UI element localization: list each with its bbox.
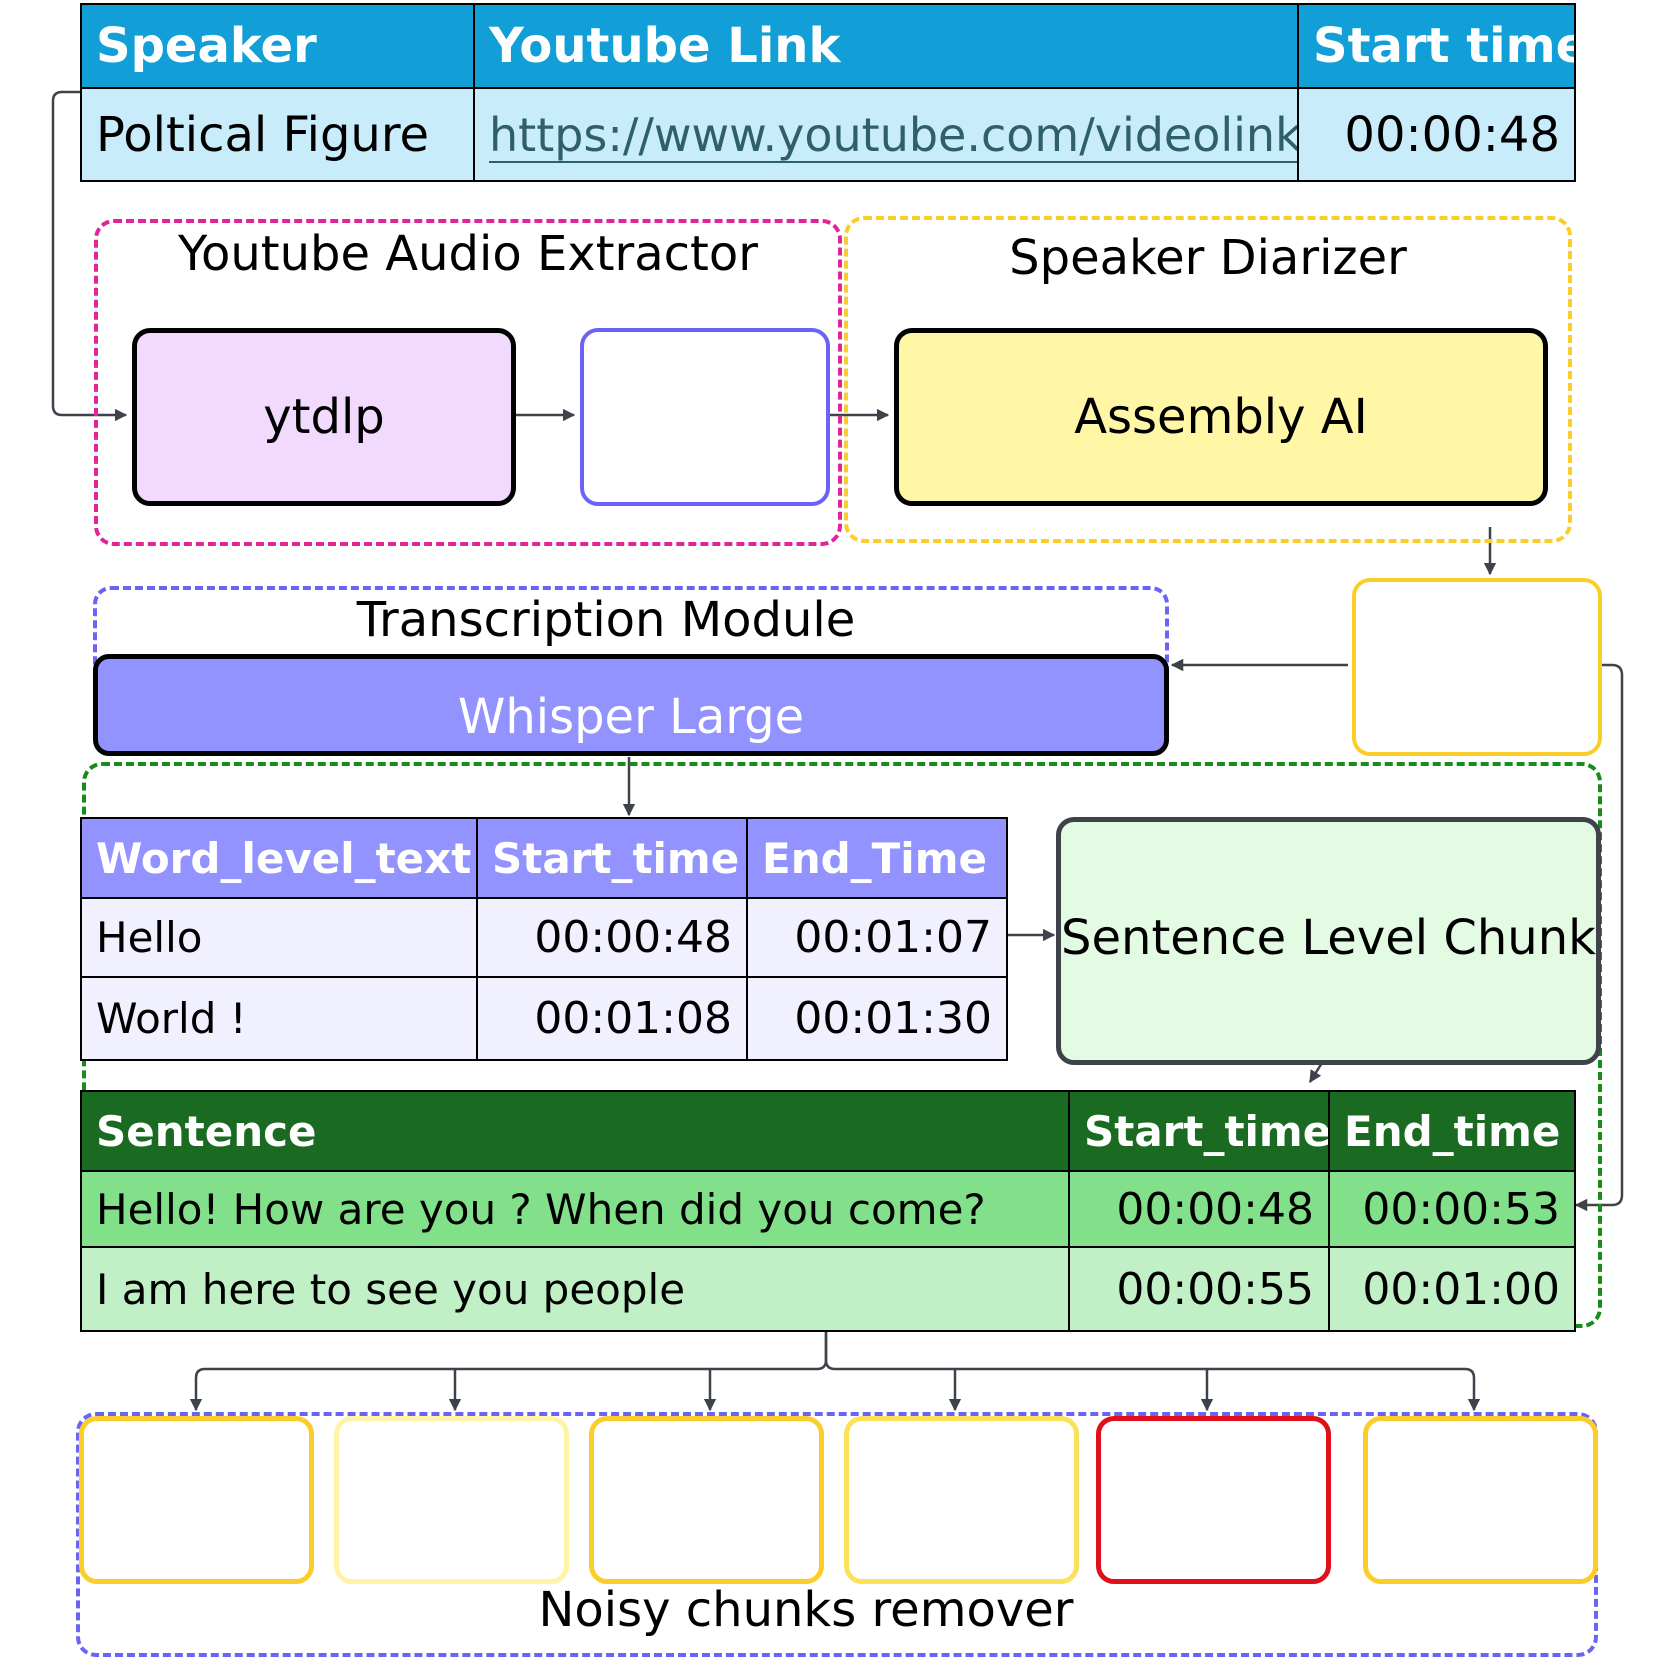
word-cell-text: Hello (80, 897, 478, 978)
noise-remover-label: Noisy chunks remover (538, 1582, 1074, 1638)
assembly-ai-box: Assembly AI (894, 328, 1548, 506)
speaker-diarizer-label: Speaker Diarizer (1009, 230, 1407, 286)
sentence-header-start: Start_time (1068, 1090, 1330, 1172)
input-table-row: Poltical Figure https://www.youtube.com/… (80, 87, 1576, 182)
word-cell-end: 00:01:30 (746, 976, 1008, 1061)
speaker-segments-box (1352, 578, 1602, 756)
word-cell-start: 00:01:08 (476, 976, 748, 1061)
transcription-label: Transcription Module (356, 592, 856, 648)
word-level-table: Word_level_text Start_time End_Time Hell… (80, 817, 1008, 1061)
word-table-row: Hello 00:00:48 00:01:07 (80, 897, 1008, 978)
audio-output-box (580, 328, 830, 506)
sentence-cell-text: Hello! How are you ? When did you come? (80, 1170, 1070, 1248)
noise-chunk-box (1363, 1416, 1598, 1584)
connector-fanout-left (189, 1330, 828, 1412)
sentence-header-text: Sentence (80, 1090, 1070, 1172)
input-cell-youtube-link[interactable]: https://www.youtube.com/videolink (473, 87, 1299, 182)
input-table-header: Speaker Youtube Link Start time (80, 3, 1576, 89)
input-header-start-time: Start time (1297, 3, 1576, 89)
input-cell-speaker: Poltical Figure (80, 87, 475, 182)
connector-segments-to-sentence-table (1574, 663, 1624, 1212)
sentence-cell-end: 00:00:53 (1328, 1170, 1576, 1248)
sentence-cell-end: 00:01:00 (1328, 1246, 1576, 1332)
whisper-large-box: Whisper Large (93, 654, 1169, 756)
noise-chunk-box (334, 1416, 569, 1584)
input-header-youtube-link: Youtube Link (473, 3, 1299, 89)
word-header-start: Start_time (476, 817, 748, 899)
sentence-table-header: Sentence Start_time End_time (80, 1090, 1576, 1172)
ytdlp-box: ytdlp (132, 328, 516, 506)
audio-extractor-group (94, 219, 842, 546)
word-cell-end: 00:01:07 (746, 897, 1008, 978)
sentence-cell-start: 00:00:48 (1068, 1170, 1330, 1248)
sentence-cell-start: 00:00:55 (1068, 1246, 1330, 1332)
word-table-row: World ! 00:01:08 00:01:30 (80, 976, 1008, 1061)
word-cell-start: 00:00:48 (476, 897, 748, 978)
connector-fanout-right (824, 1330, 1481, 1412)
word-table-header: Word_level_text Start_time End_Time (80, 817, 1008, 899)
connector-table-to-ytdlp (51, 90, 128, 422)
input-cell-start-time: 00:00:48 (1297, 87, 1576, 182)
sentence-table: Sentence Start_time End_time Hello! How … (80, 1090, 1576, 1332)
noise-chunk-box (589, 1416, 824, 1584)
sentence-table-row: I am here to see you people 00:00:55 00:… (80, 1246, 1576, 1332)
sentence-cell-text: I am here to see you people (80, 1246, 1070, 1332)
noise-chunk-box (844, 1416, 1079, 1584)
word-header-end: End_Time (746, 817, 1008, 899)
word-cell-text: World ! (80, 976, 478, 1061)
input-header-speaker: Speaker (80, 3, 475, 89)
word-header-text: Word_level_text (80, 817, 478, 899)
audio-extractor-label: Youtube Audio Extractor (178, 226, 758, 282)
sentence-table-row: Hello! How are you ? When did you come? … (80, 1170, 1576, 1248)
sentence-level-chunk-box: Sentence Level Chunk (1056, 817, 1601, 1065)
noise-chunk-box-noisy (1096, 1416, 1331, 1584)
speaker-diarizer-group (844, 216, 1572, 543)
youtube-link[interactable]: https://www.youtube.com/videolink (489, 107, 1298, 162)
sentence-header-end: End_time (1328, 1090, 1576, 1172)
input-table: Speaker Youtube Link Start time Poltical… (80, 3, 1576, 182)
noise-chunk-box (79, 1416, 314, 1584)
